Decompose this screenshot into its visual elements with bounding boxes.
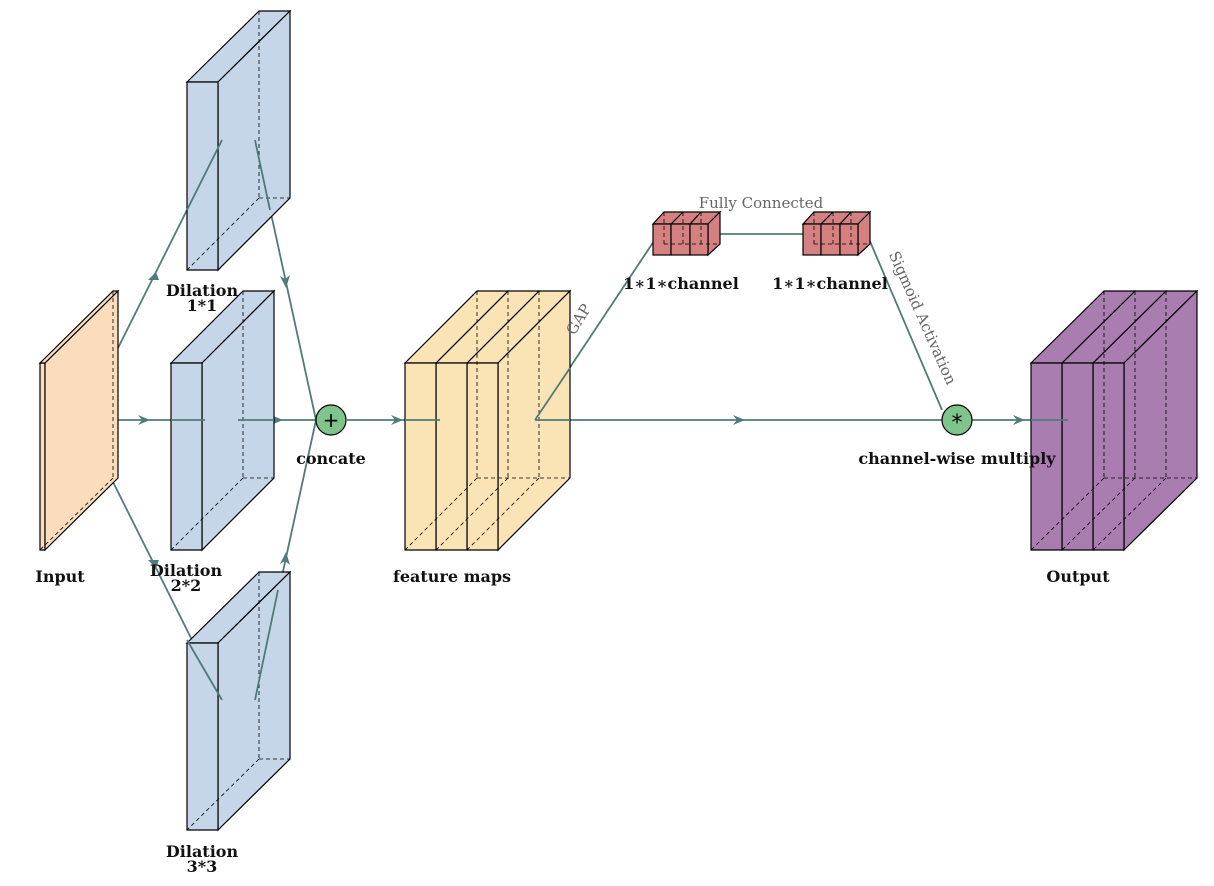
concate-label: concate	[296, 449, 366, 468]
dilation1-label-line1: Dilation	[166, 281, 239, 300]
connections-overlay	[171, 139, 279, 701]
arrowhead	[280, 552, 290, 565]
dilation3-front	[186, 642, 219, 831]
feature-hidden-edge	[404, 477, 478, 551]
fc1-edge	[689, 211, 702, 225]
fc1-edge	[670, 211, 684, 225]
fc2-edge	[820, 211, 834, 225]
input-block	[38, 289, 120, 552]
dilation3-label-line1: Dilation	[166, 842, 239, 861]
output-hidden-edge	[1030, 477, 1105, 551]
feature-slab-2-front	[435, 362, 468, 551]
fc1-cube-2	[670, 223, 691, 256]
fc2-block	[801, 210, 872, 257]
output-hidden-edge	[1061, 477, 1136, 551]
edge-overlay	[186, 139, 223, 211]
edge-overlay	[534, 367, 571, 421]
output-slab-1-front	[1030, 362, 1063, 551]
output-label: Output	[1046, 567, 1110, 586]
arrowhead	[391, 415, 403, 425]
output-hidden-edge	[1092, 477, 1167, 551]
dilation3-hidden-edge	[186, 758, 260, 831]
fc2-edge	[839, 211, 852, 225]
feature-slab-1-front	[404, 362, 437, 551]
dilation2-label-line2: 2*2	[171, 576, 202, 595]
multiply-circle	[941, 404, 973, 436]
edge-overlay	[254, 139, 271, 211]
output-slab-3-front	[1092, 362, 1125, 551]
fc1-cube-3	[689, 223, 709, 256]
feature-hidden-edge	[435, 477, 509, 551]
fc2-cube-2	[820, 223, 841, 256]
fc2-cube-3	[839, 223, 859, 256]
add-circle	[315, 404, 347, 436]
arrowhead	[148, 272, 159, 280]
dilation1-label-line2: 1*1	[187, 296, 218, 315]
input-front	[39, 362, 46, 551]
fc1-label: 1∗1∗channel	[623, 274, 739, 293]
edge-overlay	[186, 639, 223, 701]
input-hidden-edge	[39, 477, 114, 551]
dilation3-label-line2: 3*3	[187, 857, 218, 876]
edge-sigmoid	[865, 231, 943, 411]
feature-hidden-edge	[466, 477, 540, 551]
dilation1-block	[185, 9, 292, 272]
dilation2-hidden-edge	[170, 477, 244, 551]
arrowhead	[138, 415, 150, 425]
multiply-symbol: *	[952, 411, 963, 436]
dilation1-front	[186, 81, 219, 271]
arrowhead	[1013, 415, 1025, 425]
feature-slab-3-front	[466, 362, 499, 551]
fc2-cube-1	[802, 223, 822, 256]
add-symbol: +	[323, 408, 340, 432]
arrowhead	[148, 560, 159, 568]
output-slab-2-front	[1061, 362, 1094, 551]
multiply-label: channel-wise multiply	[858, 449, 1056, 468]
input-top	[38, 290, 120, 364]
input-label: Input	[35, 567, 85, 586]
dilation1-hidden-edge	[186, 197, 260, 271]
arrowhead	[280, 275, 290, 288]
dilation3-block	[185, 570, 292, 832]
feature-maps-label: feature maps	[393, 567, 511, 586]
dilation2-label-line1: Dilation	[150, 561, 223, 580]
feature-maps-block	[403, 289, 572, 552]
dilation2-front	[170, 362, 203, 551]
multiply-node: *	[941, 404, 973, 436]
fc1-cube-1	[652, 223, 672, 256]
concat-node: +	[315, 404, 347, 436]
output-block	[1029, 289, 1199, 552]
input-side	[44, 289, 119, 552]
fully-connected-label: Fully Connected	[699, 194, 824, 212]
fc1-block	[651, 210, 722, 257]
arrowhead	[733, 415, 745, 425]
fc2-label: 1∗1∗channel	[772, 274, 888, 293]
edge-overlay	[254, 589, 279, 701]
